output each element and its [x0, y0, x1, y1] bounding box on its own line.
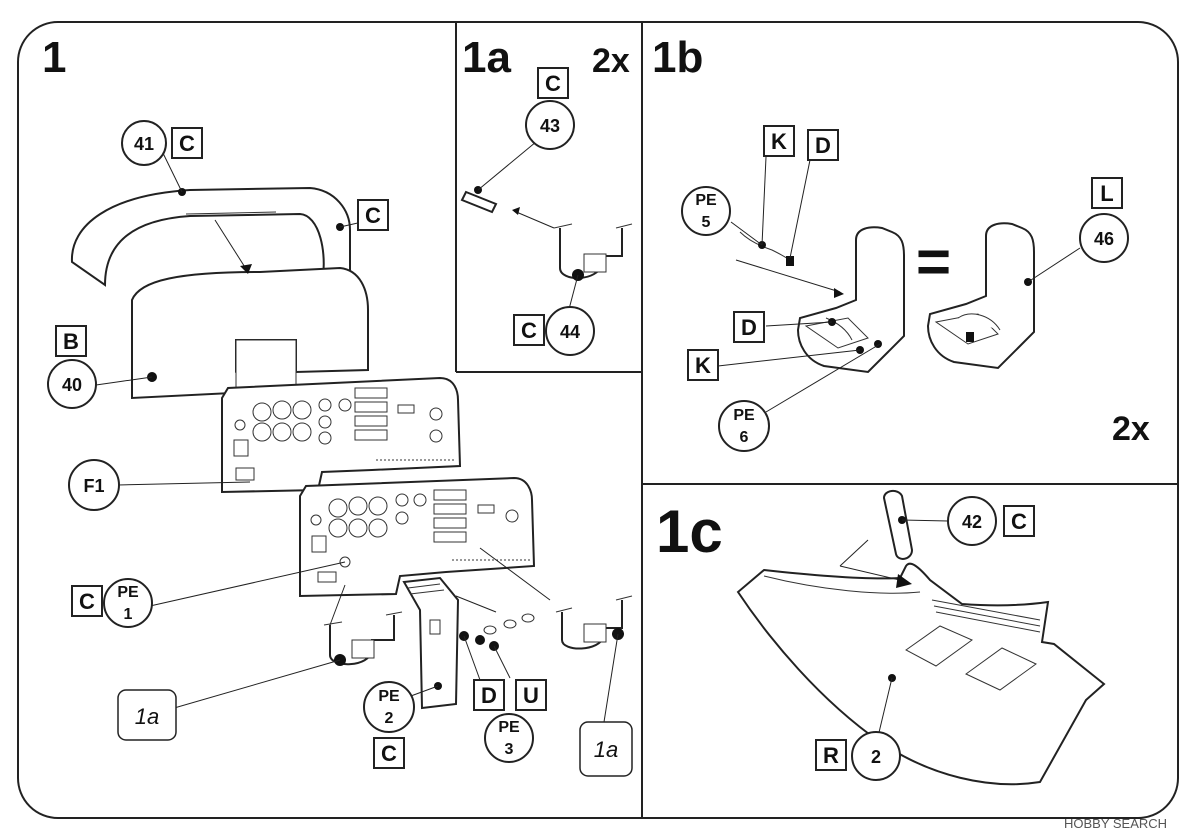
svg-text:C: C: [1011, 509, 1027, 534]
step-1a-multiplier: 2x: [592, 42, 630, 80]
sprue-tag-k-top: K: [763, 125, 795, 157]
svg-text:C: C: [521, 318, 537, 343]
svg-text:D: D: [815, 133, 831, 158]
svg-text:C: C: [79, 589, 95, 614]
svg-text:2: 2: [871, 747, 881, 767]
svg-text:2: 2: [385, 710, 394, 727]
sprue-tag-pe1: C: [71, 585, 103, 617]
svg-text:PE: PE: [695, 192, 717, 209]
svg-text:41: 41: [134, 134, 154, 154]
instrument-panel-face-part: [299, 476, 536, 598]
svg-text:C: C: [545, 71, 561, 96]
svg-text:PE: PE: [378, 688, 400, 705]
yoke-shaft-43-part: [460, 186, 498, 214]
svg-text:K: K: [771, 129, 787, 154]
svg-text:43: 43: [540, 116, 560, 136]
svg-text:C: C: [365, 203, 381, 228]
svg-text:K: K: [695, 353, 711, 378]
sprue-tag-d-top: D: [807, 129, 839, 161]
callout-part-41: 41: [121, 120, 167, 166]
svg-text:L: L: [1100, 181, 1113, 206]
panel-backing-part: [131, 266, 369, 400]
step-1a-number: 1a: [462, 33, 511, 82]
svg-text:F1: F1: [83, 476, 104, 496]
svg-text:1: 1: [124, 606, 133, 623]
sprue-tag-46: L: [1091, 177, 1123, 209]
svg-text:5: 5: [702, 214, 711, 231]
step-1b-multiplier: 2x: [1112, 410, 1150, 448]
sprue-tag-40: B: [55, 325, 87, 357]
sprue-tag-pe3-u: U: [515, 679, 547, 711]
callout-part-42: 42: [947, 496, 997, 546]
reference-1a-right: 1a: [579, 721, 633, 777]
step-1b-number: 1b: [652, 33, 703, 82]
pe2-strip-part: [402, 576, 460, 710]
sprue-tag-d-mid: D: [733, 311, 765, 343]
sheet-border: [17, 21, 1179, 819]
svg-text:6: 6: [740, 429, 749, 446]
callout-part-pe1: PE 1: [103, 578, 153, 628]
fuselage-half-part: [736, 562, 1106, 786]
svg-text:B: B: [63, 329, 79, 354]
pe5-belt-part: [739, 231, 794, 266]
svg-text:3: 3: [505, 741, 514, 758]
part-42-insert: [882, 490, 914, 560]
sprue-tag-42: C: [1003, 505, 1035, 537]
callout-part-40: 40: [47, 359, 97, 409]
control-yoke-right-part: [555, 595, 633, 650]
sprue-tag-44: C: [513, 314, 545, 346]
callout-part-pe5: PE 5: [681, 186, 731, 236]
sprue-tag-pe3-d: D: [473, 679, 505, 711]
callout-part-pe6: PE 6: [718, 400, 770, 452]
svg-text:46: 46: [1094, 229, 1114, 249]
callout-part-f1: F1: [68, 459, 120, 511]
svg-text:C: C: [381, 741, 397, 766]
callout-part-46: 46: [1079, 213, 1129, 263]
svg-text:U: U: [523, 683, 539, 708]
sprue-tag-pe2: C: [373, 737, 405, 769]
callout-part-2: 2: [851, 731, 901, 781]
callout-part-pe2: PE 2: [363, 681, 415, 733]
seat-assembly-part: [796, 226, 905, 374]
instrument-panel-f1-part: [221, 376, 462, 494]
sprue-tag-41: C: [171, 127, 203, 159]
svg-text:1a: 1a: [135, 704, 159, 729]
svg-text:44: 44: [560, 322, 580, 342]
svg-text:C: C: [179, 131, 195, 156]
step-1c-number: 1c: [656, 498, 723, 565]
svg-text:R: R: [823, 743, 839, 768]
control-yoke-left-part: [323, 611, 403, 666]
equals-sign: =: [916, 228, 951, 295]
svg-text:D: D: [741, 315, 757, 340]
svg-text:1a: 1a: [594, 737, 618, 762]
svg-text:D: D: [481, 683, 497, 708]
callout-part-44: 44: [545, 306, 595, 356]
svg-text:PE: PE: [733, 407, 755, 424]
step-1-number: 1: [42, 33, 66, 82]
reference-1a-left: 1a: [117, 689, 177, 741]
yoke-44-part: [553, 223, 633, 281]
sprue-tag-k-mid: K: [687, 349, 719, 381]
callout-part-pe3: PE 3: [484, 713, 534, 763]
sprue-tag-43: C: [537, 67, 569, 99]
svg-text:42: 42: [962, 512, 982, 532]
pe3-knobs-part: [459, 613, 535, 651]
sprue-tag-cowl: C: [357, 199, 389, 231]
svg-text:PE: PE: [117, 584, 139, 601]
svg-text:PE: PE: [498, 719, 520, 736]
watermark-text: HOBBY SEARCH: [1064, 816, 1167, 831]
svg-text:40: 40: [62, 375, 82, 395]
sprue-tag-2: R: [815, 739, 847, 771]
callout-part-43: 43: [525, 100, 575, 150]
